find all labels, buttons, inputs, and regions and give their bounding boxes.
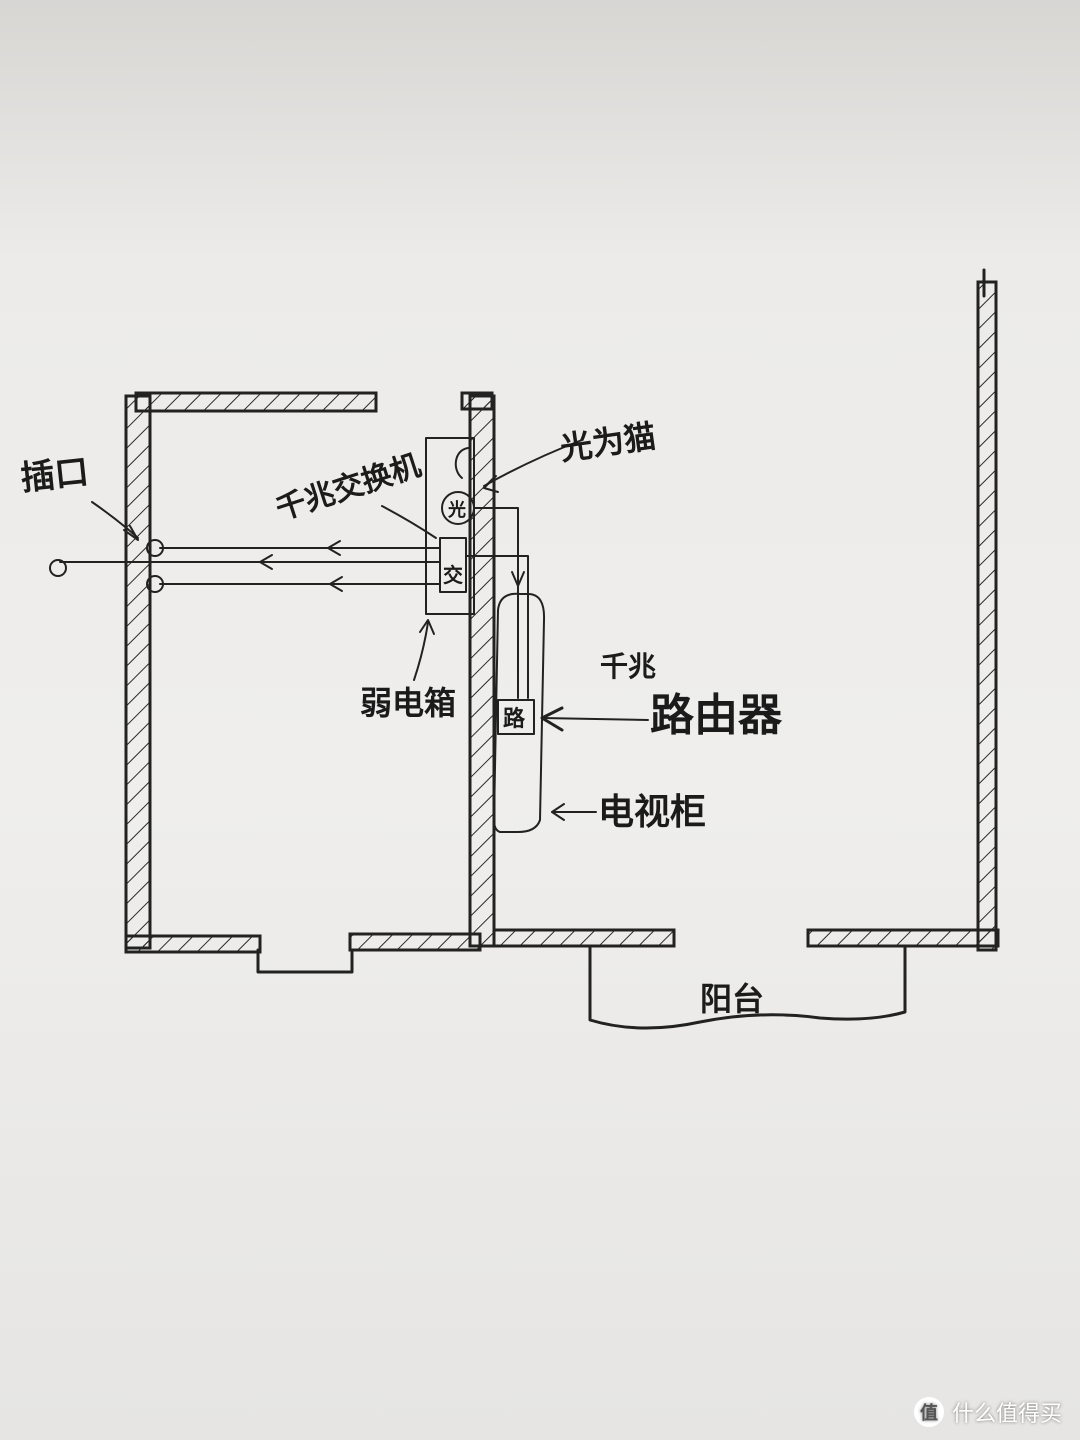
arrow-router-head <box>540 706 564 732</box>
left-room-bottom-wall-a <box>124 934 262 954</box>
left-room-walls <box>124 391 482 974</box>
label-modem-mark: 光 <box>447 499 466 521</box>
router-box <box>497 699 535 735</box>
arrow-down-cable <box>511 571 525 587</box>
network-cables <box>49 507 529 699</box>
socket-circle-lower <box>146 575 164 593</box>
arrow-socket-head <box>123 525 139 541</box>
label-tv-cabinet: 电视柜 <box>598 792 706 833</box>
fiber-cable-loop <box>454 447 469 479</box>
left-room-top-wall <box>134 391 378 413</box>
arrow-modem-head <box>483 475 499 493</box>
arrow-cable-upper <box>327 540 341 556</box>
left-room-bottom-wall-b <box>348 932 482 952</box>
right-room-walls <box>492 268 1000 1030</box>
arrow-cable-middle <box>259 554 273 570</box>
left-room-left-wall <box>124 394 152 950</box>
label-fiber-modem: 光为猫 <box>558 417 658 468</box>
right-room-right-wall <box>976 280 998 952</box>
tv-cabinet-outline <box>493 592 546 833</box>
label-gigabit: 千兆 <box>600 650 656 683</box>
label-switch-mark: 交 <box>443 563 463 587</box>
label-router-mark: 路 <box>503 706 526 732</box>
watermark-text: 什么值得买 <box>951 1402 1062 1427</box>
watermark: 值 什么值得买 <box>913 1396 1062 1428</box>
arrow-cable-lower <box>329 576 343 592</box>
right-room-bottom-wall-b <box>806 928 1000 948</box>
arrow-switch <box>381 505 437 539</box>
arrow-weak-box <box>413 621 429 681</box>
socket-end-circle <box>49 559 67 577</box>
label-router: 路由器 <box>650 690 783 741</box>
left-room-window-bump <box>256 948 354 974</box>
weak-current-box <box>425 437 475 615</box>
cable-modem-to-router <box>473 507 519 699</box>
right-room-bottom-wall-a <box>492 928 676 948</box>
switch-box <box>439 537 467 593</box>
center-wall <box>460 391 496 948</box>
arrow-router <box>541 717 649 721</box>
label-switch: 千兆交换机 <box>272 448 425 528</box>
balcony-outline <box>588 944 907 1030</box>
label-weak-box: 弱电箱 <box>360 684 456 722</box>
arrow-tv-head <box>551 803 565 821</box>
arrow-weak-box-head <box>419 619 435 635</box>
socket-circle-upper <box>146 539 164 557</box>
cable-switch-to-router <box>465 555 529 699</box>
pointer-arrows <box>91 439 649 821</box>
watermark-logo: 值 <box>913 1397 944 1427</box>
arrow-modem <box>483 439 583 487</box>
label-balcony: 阳台 <box>700 980 764 1018</box>
weak-current-box-outline <box>425 437 475 615</box>
label-socket: 插口 <box>19 452 91 499</box>
